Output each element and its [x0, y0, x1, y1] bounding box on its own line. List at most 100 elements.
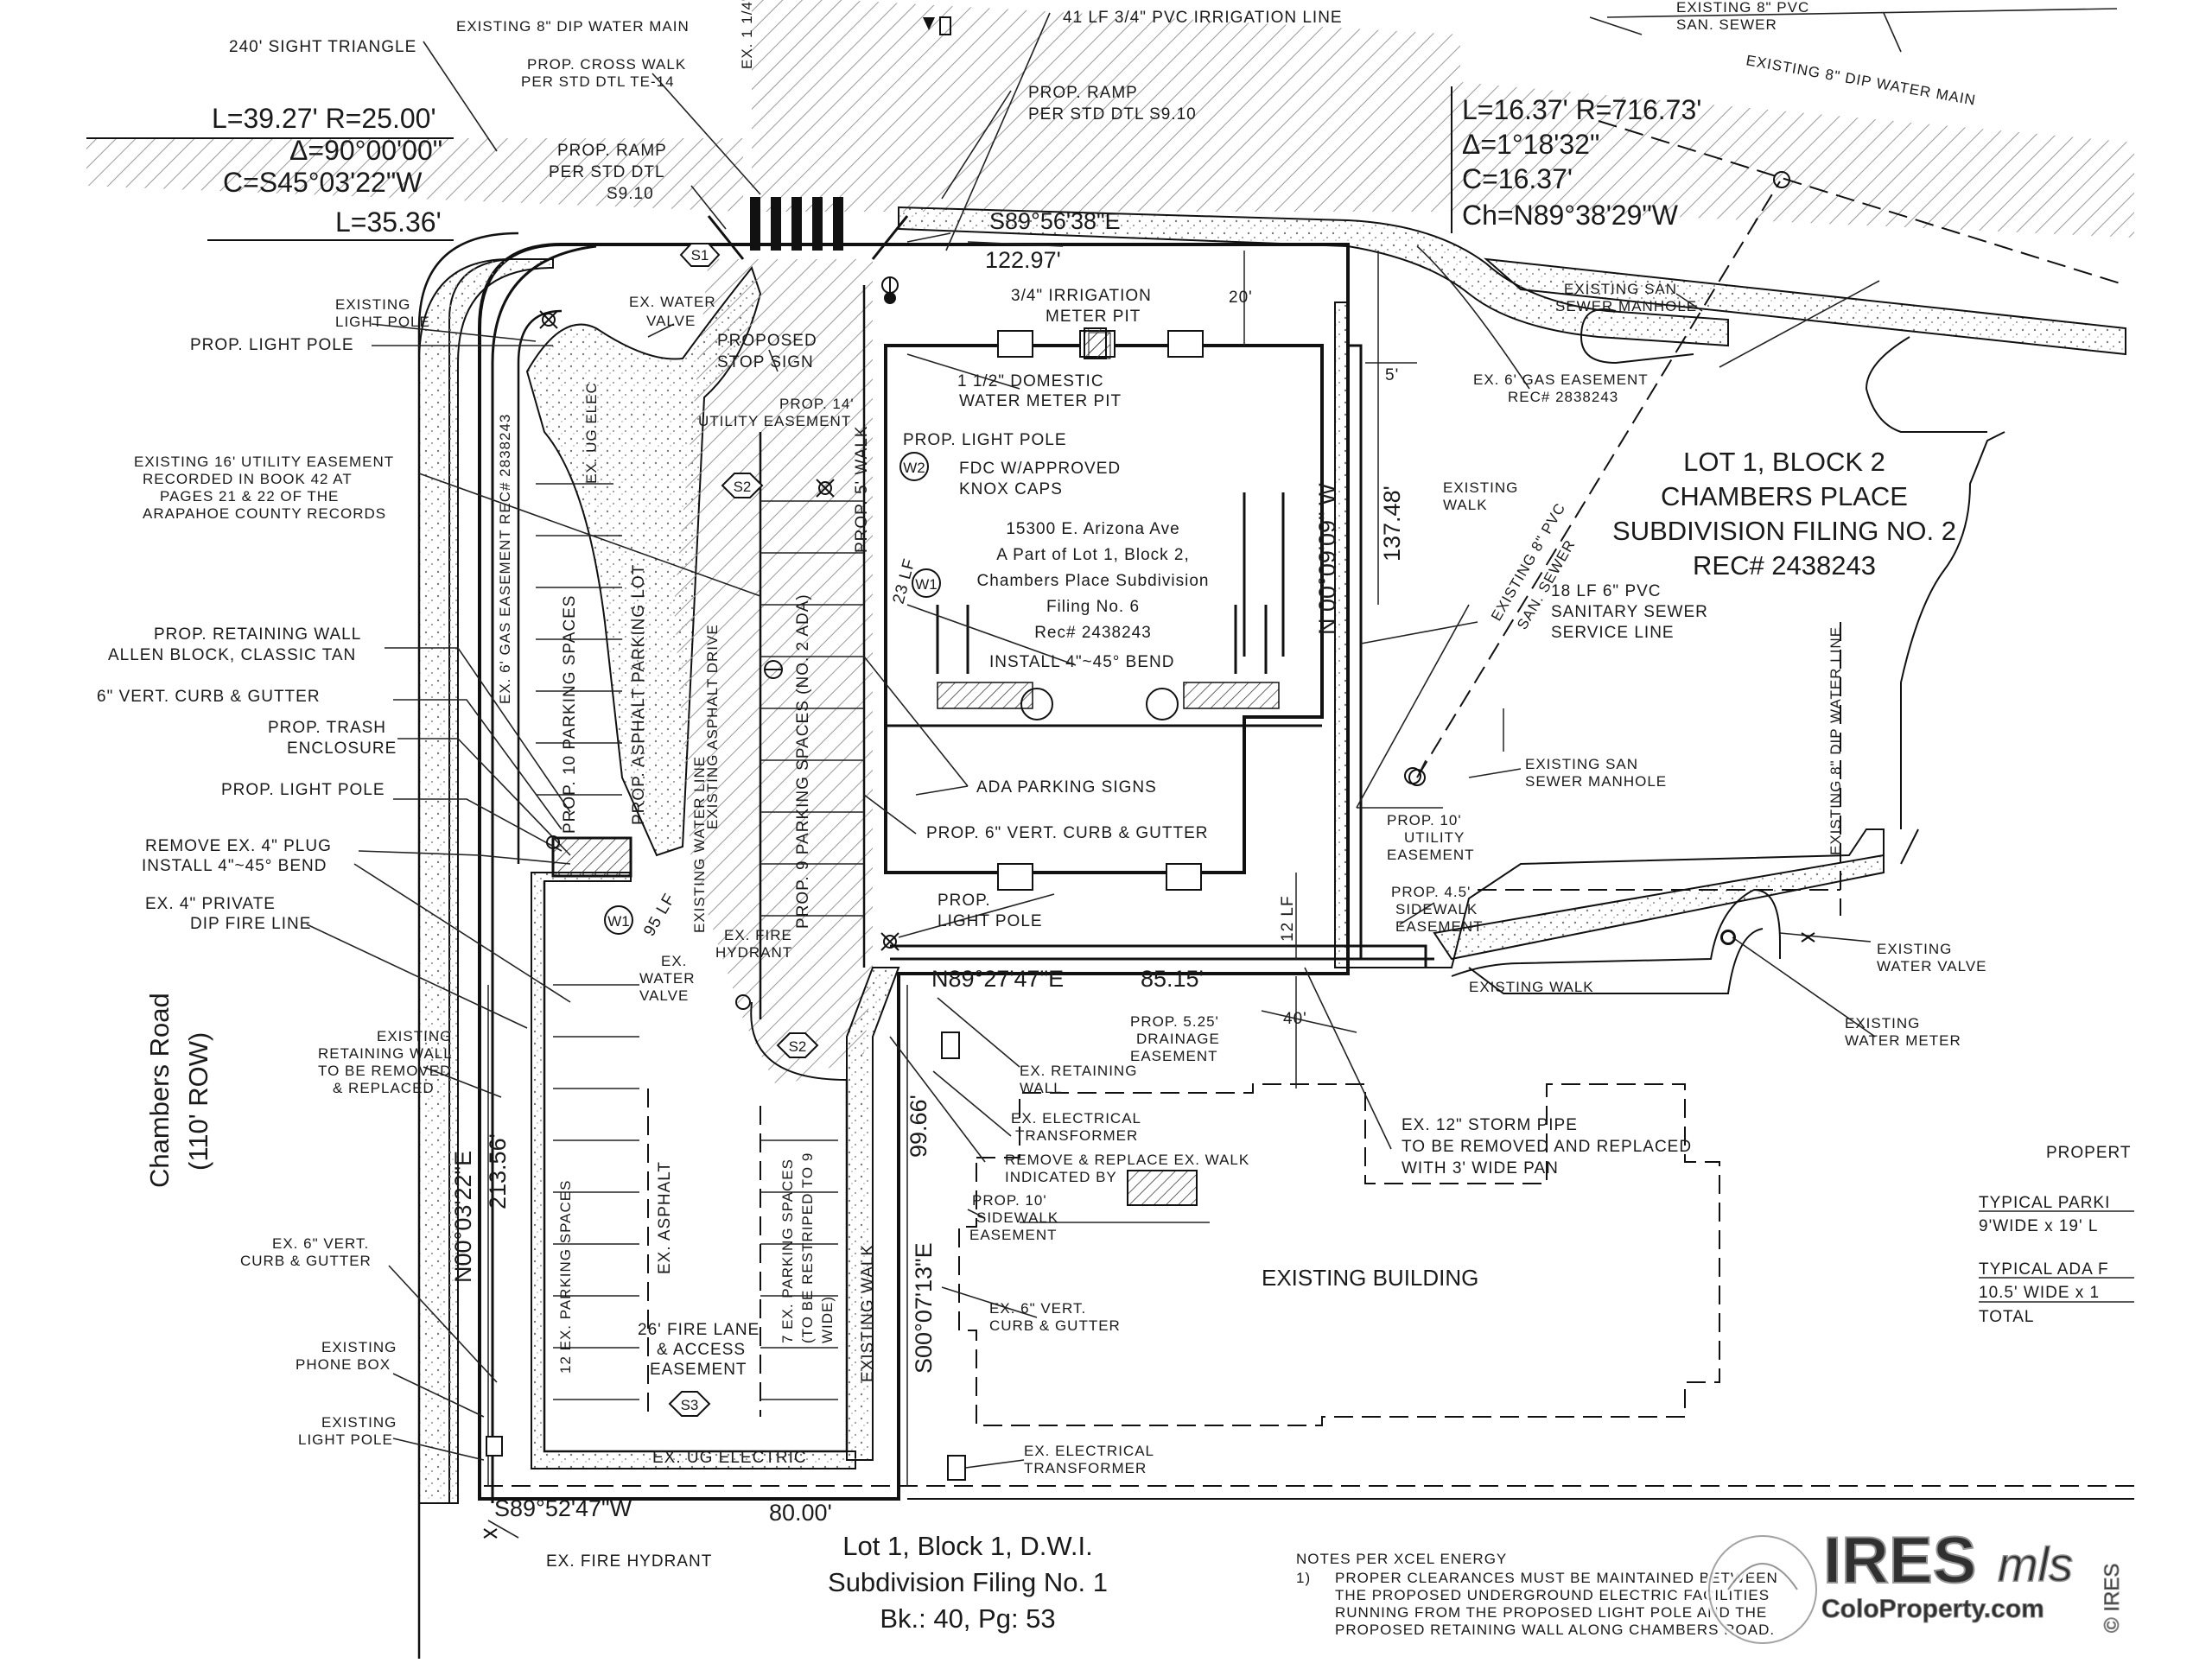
- svg-text:137.48': 137.48': [1379, 486, 1405, 562]
- svg-text:A Part of Lot 1, Block 2,: A Part of Lot 1, Block 2,: [996, 546, 1190, 564]
- svg-text:VALVE: VALVE: [639, 987, 689, 1004]
- svg-text:C=16.37': C=16.37': [1462, 163, 1573, 194]
- south-road: [484, 1485, 2134, 1500]
- svg-text:PHONE BOX: PHONE BOX: [296, 1356, 391, 1373]
- svg-text:EX. FIRE: EX. FIRE: [724, 927, 792, 943]
- svg-text:PROP. 10': PROP. 10': [1387, 812, 1462, 828]
- svg-text:WATER: WATER: [639, 970, 696, 987]
- svg-text:N00°03'22"E: N00°03'22"E: [450, 1151, 476, 1283]
- svg-text:PROP. LIGHT POLE: PROP. LIGHT POLE: [221, 781, 385, 799]
- svg-text:EX.: EX.: [661, 953, 687, 969]
- svg-text:EASEMENT: EASEMENT: [650, 1361, 747, 1379]
- ires-logo-icon: [1706, 1533, 1820, 1647]
- svg-text:INSTALL 4"~45° BEND: INSTALL 4"~45° BEND: [989, 653, 1174, 671]
- svg-text:CHAMBERS PLACE: CHAMBERS PLACE: [1661, 481, 1908, 511]
- svg-text:TYPICAL ADA F: TYPICAL ADA F: [1979, 1260, 2109, 1279]
- svg-text:Bk.: 40, Pg: 53: Bk.: 40, Pg: 53: [880, 1603, 1055, 1634]
- svg-text:NOTES PER XCEL ENERGY: NOTES PER XCEL ENERGY: [1296, 1551, 1507, 1567]
- svg-text:95 LF: 95 LF: [640, 891, 679, 940]
- svg-text:mls: mls: [1998, 1537, 2073, 1591]
- north-street-hatch: [86, 0, 2134, 238]
- svg-text:Chambers Place Subdivision: Chambers Place Subdivision: [977, 572, 1210, 590]
- svg-text:WATER METER PIT: WATER METER PIT: [959, 392, 1122, 410]
- svg-text:PROP. 10 PARKING SPACES: PROP. 10 PARKING SPACES: [561, 595, 579, 834]
- svg-text:EX. WATER: EX. WATER: [629, 294, 716, 310]
- east-existing-walk: [1348, 308, 2005, 994]
- svg-text:THE PROPOSED UNDERGROUND ELECT: THE PROPOSED UNDERGROUND ELECTRIC FACILI…: [1335, 1587, 1770, 1603]
- svg-text:PROP. LIGHT POLE: PROP. LIGHT POLE: [903, 431, 1067, 449]
- svg-text:RECORDED IN BOOK 42 AT: RECORDED IN BOOK 42 AT: [143, 471, 353, 487]
- svg-text:Rec# 2438243: Rec# 2438243: [1034, 624, 1152, 642]
- adjacent-parcel-ne: LOT 1, BLOCK 2 CHAMBERS PLACE SUBDIVISIO…: [1612, 447, 1956, 581]
- south-existing-lot: [531, 872, 900, 1469]
- svg-text:PROP. 9 PARKING SPACES (NO. 2: PROP. 9 PARKING SPACES (NO. 2 ADA): [794, 593, 812, 929]
- svg-text:PROP. 4.5': PROP. 4.5': [1391, 884, 1471, 900]
- fire-hydrant-icon: [764, 660, 783, 679]
- svg-text:SANITARY SEWER: SANITARY SEWER: [1551, 603, 1708, 621]
- svg-text:26' FIRE LANE: 26' FIRE LANE: [638, 1321, 760, 1339]
- manhole-icon: [1404, 767, 1421, 784]
- svg-text:W2: W2: [903, 460, 925, 476]
- callout-w1: W1: [912, 568, 941, 598]
- svg-text:LIGHT POLE: LIGHT POLE: [938, 912, 1043, 930]
- svg-text:85.15': 85.15': [1141, 966, 1204, 992]
- svg-text:PROP. 10': PROP. 10': [972, 1192, 1047, 1209]
- svg-text:EXISTING 8" PVC: EXISTING 8" PVC: [1676, 0, 1809, 16]
- svg-text:PROP.: PROP.: [938, 892, 991, 910]
- water-valve-icon: [735, 994, 751, 1010]
- callout-s3: S3: [668, 1391, 711, 1417]
- svg-text:EXISTING SAN: EXISTING SAN: [1525, 756, 1638, 772]
- property-description: 15300 E. Arizona Ave A Part of Lot 1, Bl…: [977, 520, 1210, 642]
- svg-text:1 1/2" DOMESTIC: 1 1/2" DOMESTIC: [957, 372, 1104, 390]
- light-pole-icons: [539, 310, 899, 951]
- svg-text:LIGHT POLE: LIGHT POLE: [298, 1431, 393, 1448]
- svg-text:PER STD DTL TE-14: PER STD DTL TE-14: [521, 73, 675, 90]
- svg-text:W1: W1: [607, 913, 630, 930]
- svg-text:6" VERT. CURB & GUTTER: 6" VERT. CURB & GUTTER: [97, 688, 321, 706]
- svg-text:12 EX. PARKING SPACES: 12 EX. PARKING SPACES: [557, 1180, 574, 1374]
- leader-lines: [306, 8, 2118, 1539]
- svg-text:SAN. SEWER: SAN. SEWER: [1676, 16, 1777, 33]
- svg-text:TYPICAL PARKI: TYPICAL PARKI: [1979, 1194, 2110, 1212]
- svg-text:EX. 6" VERT.: EX. 6" VERT.: [989, 1300, 1086, 1317]
- svg-text:HYDRANT: HYDRANT: [715, 944, 792, 961]
- svg-text:Subdivision Filing No. 1: Subdivision Filing No. 1: [828, 1567, 1108, 1597]
- svg-text:EX. 6' GAS EASEMENT: EX. 6' GAS EASEMENT: [1473, 371, 1649, 388]
- svg-text:ColoProperty.com: ColoProperty.com: [1821, 1595, 2044, 1623]
- svg-text:EX. 6' GAS EASEMENT REC# 28382: EX. 6' GAS EASEMENT REC# 2838243: [497, 414, 513, 704]
- svg-text:INDICATED BY: INDICATED BY: [1005, 1169, 1117, 1185]
- svg-text:Ch=N89°38'29"W: Ch=N89°38'29"W: [1462, 200, 1679, 231]
- svg-text:L=16.37' R=716.73': L=16.37' R=716.73': [1462, 94, 1701, 125]
- callout-s2b: S2: [776, 1032, 819, 1058]
- svg-text:Chambers Road: Chambers Road: [144, 993, 175, 1188]
- svg-text:PROP. ASPHALT PARKING LOT: PROP. ASPHALT PARKING LOT: [630, 564, 648, 825]
- trash-enclosure: [551, 836, 632, 878]
- svg-text:VALVE: VALVE: [646, 313, 696, 329]
- svg-text:213.56': 213.56': [485, 1133, 511, 1209]
- svg-text:WALL: WALL: [1020, 1080, 1063, 1096]
- callout-s1: S1: [679, 243, 721, 267]
- svg-text:EXISTING: EXISTING: [335, 296, 410, 313]
- svg-text:PROPERT: PROPERT: [2046, 1144, 2132, 1162]
- svg-text:5': 5': [1385, 366, 1399, 384]
- transformer-icon: [941, 1031, 960, 1059]
- callouts: S1 S2 S2 S3 W1 W1 W2: [604, 243, 941, 1417]
- central-drive: [536, 259, 873, 1089]
- svg-text:W1: W1: [915, 576, 938, 593]
- svg-text:SEWER MANHOLE: SEWER MANHOLE: [1525, 773, 1667, 790]
- svg-text:EXISTING 8" DIP WATER MAIN: EXISTING 8" DIP WATER MAIN: [1745, 52, 1977, 109]
- svg-text:240' SIGHT TRIANGLE: 240' SIGHT TRIANGLE: [229, 38, 416, 56]
- svg-text:DIP FIRE LINE: DIP FIRE LINE: [190, 915, 311, 933]
- svg-text:S89°56'38"E: S89°56'38"E: [989, 208, 1121, 234]
- callout-w1b: W1: [604, 905, 633, 935]
- road-label: Chambers Road (110' ROW): [144, 993, 213, 1188]
- svg-text:EX. ASPHALT: EX. ASPHALT: [656, 1161, 674, 1274]
- svg-text:EX. 6" VERT.: EX. 6" VERT.: [272, 1235, 369, 1252]
- svg-text:EXISTING ASPHALT DRIVE: EXISTING ASPHALT DRIVE: [704, 624, 721, 829]
- svg-text:PROP. LIGHT POLE: PROP. LIGHT POLE: [190, 336, 354, 354]
- svg-text:WATER METER: WATER METER: [1845, 1032, 1961, 1049]
- svg-text:N89°27'47"E: N89°27'47"E: [931, 966, 1064, 992]
- crosswalk: [707, 197, 909, 260]
- transformer-icon: [947, 1455, 966, 1481]
